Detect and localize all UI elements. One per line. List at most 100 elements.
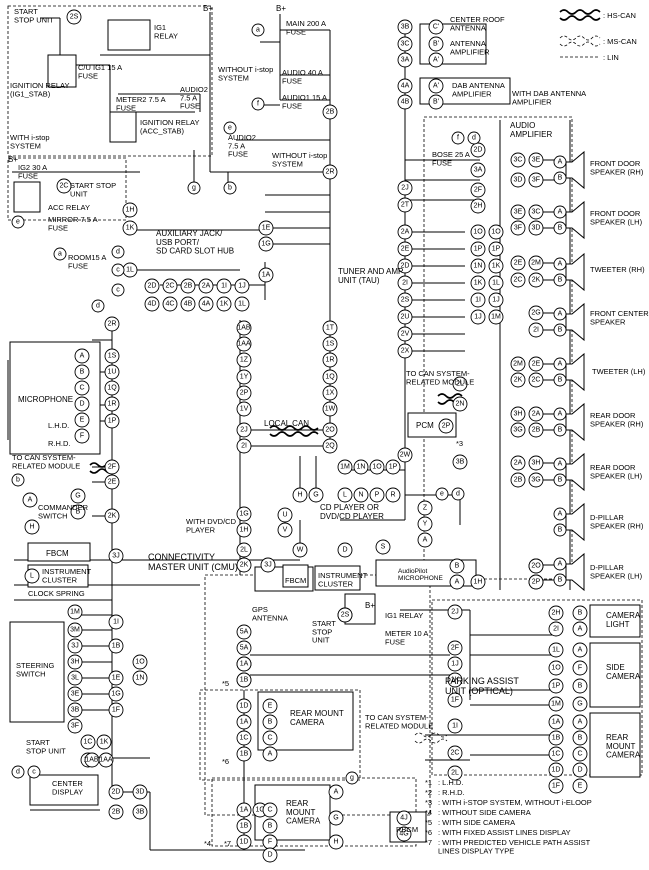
pin-cd1o-circle [369,459,385,475]
pin-mid1z-label: 1Z [240,357,249,364]
speaker-fd-rh-pin-label: B [558,175,563,182]
pin-cdS-label: S [381,544,386,551]
pin-cmu2d-label: 2D [112,789,121,796]
fbcm-box [27,542,91,562]
pin-cmu3d-circle [132,784,148,800]
rear-cam3-text-line: CAMERA [286,817,321,826]
pin-cs1m-circle [67,604,83,620]
ref-e-5-circle [11,215,25,229]
audio2-b-text: AUDIO2 [228,133,256,142]
pin-tau2e-label: 2E [401,246,410,253]
cu-ig1-text-line: FUSE [78,71,98,80]
pin-mA-label: A [268,751,273,758]
pin-cdP-circle [369,487,385,503]
pin-r1b-circle [236,818,252,834]
pin-ss1k-circle [96,734,112,750]
lhd-label: L.H.D. [48,421,69,430]
without-istop-1-text-line: SYSTEM [218,73,249,82]
instr2-box [314,565,361,591]
pin-clA-label: A [578,626,583,633]
microphone-label: MICROPHONE [18,395,73,404]
pin-cdR-circle [385,487,401,503]
side-cam-box [431,599,643,776]
pin-ant3c-circle [397,36,413,52]
ref-c-18-label: c [32,769,36,776]
pin-sp3c_b-label: 3C [532,209,541,216]
pin-amp1o_b-label: 1O [491,229,501,236]
gps-text-line: ANTENNA [252,613,288,622]
pin-amp1l-label: 1L [492,280,500,287]
ref-f-12-circle [451,131,465,145]
pin-cl2h-circle [548,605,564,621]
pin-hub1k-circle [216,296,232,312]
audio1-fuse-text: AUDIO1 15 A [282,93,327,102]
pin-cmu1a-label: 1A [240,661,249,668]
pin-mid1h-circle [236,522,252,538]
pin-ant3b-circle [397,19,413,35]
rear-cam-box-1 [199,689,361,781]
pin-tau2n-label: 2N [456,401,465,408]
to-can-3-text: TO CAN SYSTEM- [365,713,429,722]
pin-tau2a-label: 2A [401,229,410,236]
pin-cmu1i-circle [108,614,124,630]
cmu-text-line: MASTER UNIT (CMU) [148,562,238,572]
b-plus-3: B+ [8,155,18,164]
pin-mid1ab-label: 1AB [237,325,251,332]
ref-c-8-circle [111,263,125,277]
to-can-2-text-line: RELATED MODULE [406,377,474,386]
pin-cdV-circle [277,522,293,538]
speaker-fc-pin-a [553,307,567,321]
acc-relay-label: ACC RELAY [48,203,90,212]
pin-cdU-circle [277,507,293,523]
pin-mid2k-label: 2K [240,562,249,569]
pin-hub2b-circle [180,278,196,294]
start-stop-1-text: START [14,7,38,16]
pin-pa2c-label: 2C [451,750,460,757]
ig-g1-text-line: (IG1_STAB) [10,89,51,98]
speaker-dp-lh-pin-label: A [558,561,563,568]
pin-tau1h-label: 1H [126,207,135,214]
pin-hub1l-label: 1L [238,301,246,308]
side-camera-box [589,642,641,708]
pin-r4g-label: 4G [399,831,408,838]
pin-sp2i-circle [528,322,544,338]
pin-r1d-label: 1D [240,839,249,846]
rear-cam1-text: REAR MOUNT [290,709,344,718]
pin-sp2e-circle [510,255,526,271]
pin-dab_a-label: A' [433,83,439,90]
pin-hub4c-label: 4C [166,301,175,308]
steering-text: STEERING [16,661,55,670]
spk-fd-rh-text-line: SPEAKER (RH) [590,167,644,176]
pin-sp2b-circle [528,422,544,438]
footnote-mark: *2 [425,788,432,797]
pin-st3e-label: 3E [71,691,80,698]
speaker-dp-rh-pin-b [553,523,567,537]
pin-mic_f-circle [74,428,90,444]
pin-sc1l-label: 1L [552,647,560,654]
pin-tau1r-circle [322,352,338,368]
spk-fc-text-line: SPEAKER [590,317,626,326]
pin-sp2b-label: 2B [532,427,541,434]
ref-a-0-circle [251,23,265,37]
pin-sc1o-label: 1O [551,665,561,672]
pin-amp1j_b-label: 1J [492,297,499,304]
pin-mB-circle [262,714,278,730]
pins: 2S2C2S1C1KABCDEFAGHBL3M3J3H3L3E3B3F1M1H1… [22,9,588,863]
pin-sp2k-circle [528,272,544,288]
pin-ss2c-circle [56,178,72,194]
speaker-tw-lh-pin-b [553,373,567,387]
ig-acc-text: IGNITION RELAY [140,118,199,127]
ref-b-4-label: b [228,185,232,192]
footnote-mark: *3 [425,798,432,807]
pin-tau2v-circle [397,326,413,342]
speaker-rd-lh-pin-label: B [558,477,563,484]
start-stop-4-text-line: STOP [312,627,332,636]
ref-f-1-label: f [257,101,259,108]
mark-6: *6 [222,757,229,766]
pin-cmu1i-label: 1I [113,619,119,626]
